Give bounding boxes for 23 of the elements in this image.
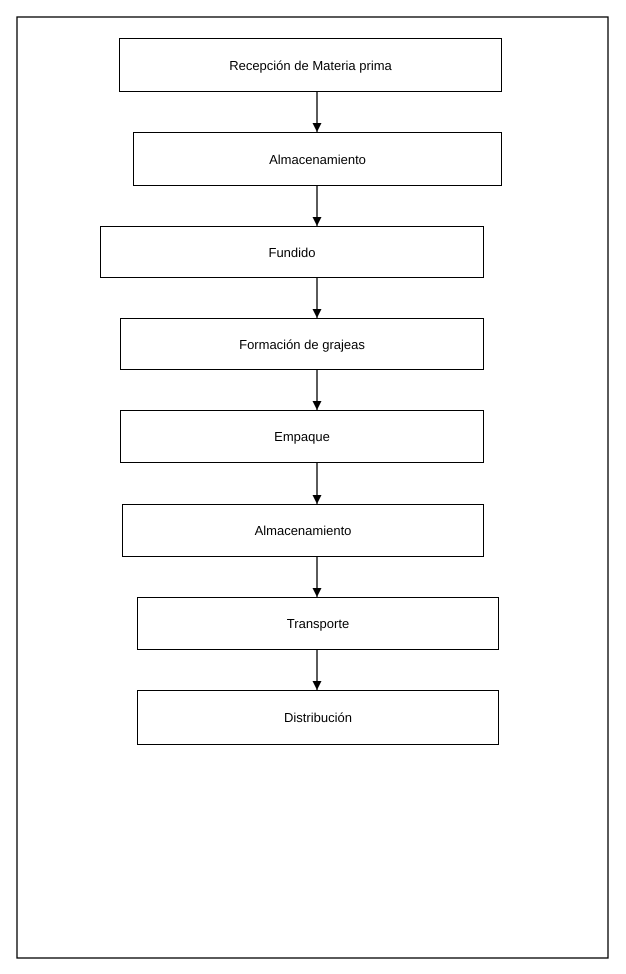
step-label: Recepción de Materia prima: [229, 58, 392, 72]
arrow: [312, 278, 322, 318]
process-box: [100, 226, 484, 278]
step-label: Empaque: [274, 429, 330, 444]
process-box: [120, 410, 484, 463]
step-label: Distribución: [284, 710, 352, 725]
step-label: Fundido: [268, 244, 316, 260]
arrow: [312, 650, 322, 690]
arrow: [312, 186, 322, 226]
step-label: Formación de grajeas: [239, 336, 365, 352]
arrow: [312, 463, 322, 504]
step-label: Almacenamiento: [269, 152, 366, 166]
arrow: [312, 92, 322, 132]
process-box: [120, 318, 484, 370]
step-label: Transporte: [286, 616, 350, 631]
process-box: [133, 132, 502, 186]
arrow: [312, 557, 322, 597]
process-box: [137, 597, 499, 650]
process-box: [119, 38, 502, 92]
process-box: [122, 504, 484, 557]
process-box: [137, 690, 499, 745]
step-label: Almacenamiento: [254, 523, 352, 538]
arrow: [312, 370, 322, 410]
